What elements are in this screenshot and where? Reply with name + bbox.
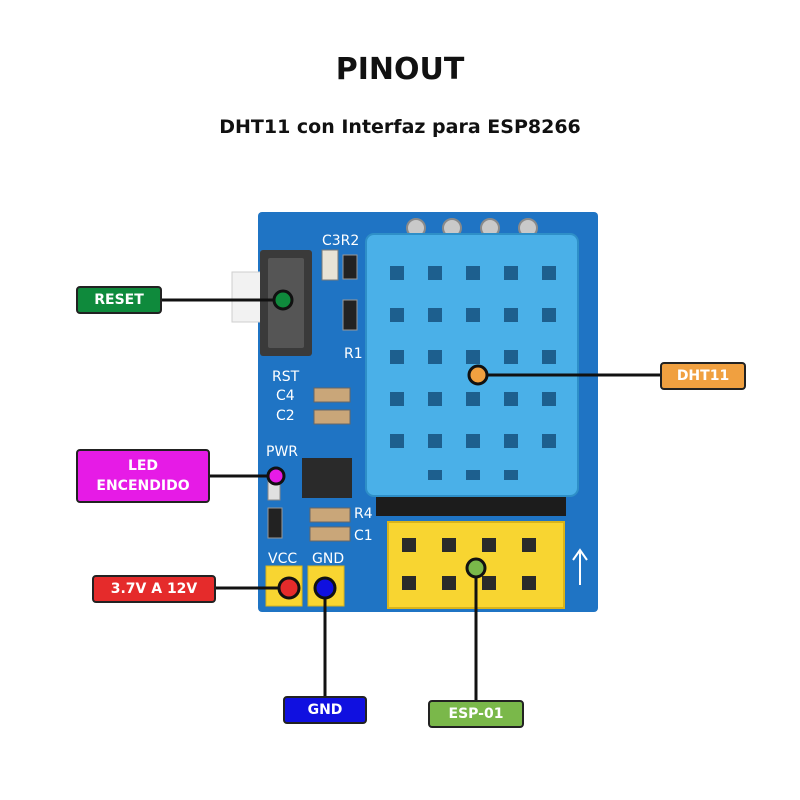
dht11-sensor	[365, 233, 579, 516]
vcc-pin-marker	[277, 576, 301, 600]
silk-c3r2: C3R2	[322, 233, 359, 249]
dht11-label: DHT11	[660, 362, 746, 390]
esp01-header	[387, 521, 588, 609]
silk-c2: C2	[276, 408, 295, 424]
silk-gnd: GND	[312, 551, 344, 567]
dht11-pin-marker	[467, 364, 489, 386]
leader-lines	[162, 298, 660, 710]
silkscreen-labels: C3R2 R1 RST C4 C2 PWR R4 C1 VCC GND	[266, 233, 373, 567]
esp01-pin-marker	[465, 557, 487, 579]
silk-pwr: PWR	[266, 444, 298, 460]
silk-rst: RST	[272, 369, 300, 385]
reset-pin-marker	[272, 289, 294, 311]
silk-vcc: VCC	[268, 551, 297, 567]
led-encendido-label: LED ENCENDIDO	[76, 449, 210, 503]
reset-label: RESET	[76, 286, 162, 314]
smd-components	[267, 249, 358, 542]
gnd-pin-marker	[313, 576, 337, 600]
led-label-line1: LED	[127, 458, 159, 474]
esp01-label: ESP-01	[428, 700, 524, 728]
page-subtitle: DHT11 con Interfaz para ESP8266	[219, 116, 581, 138]
power-label: 3.7V A 12V	[92, 575, 216, 603]
silk-c1: C1	[354, 528, 373, 544]
led-label-line2: ENCENDIDO	[96, 478, 190, 494]
silk-c4: C4	[276, 388, 295, 404]
gnd-label: GND	[283, 696, 367, 724]
reset-switch[interactable]	[231, 250, 312, 356]
silk-r1: R1	[344, 346, 363, 362]
led-pin-marker	[266, 466, 286, 486]
top-pin-row	[406, 218, 538, 238]
silk-r4: R4	[354, 506, 373, 522]
page-title: PINOUT	[335, 52, 465, 87]
